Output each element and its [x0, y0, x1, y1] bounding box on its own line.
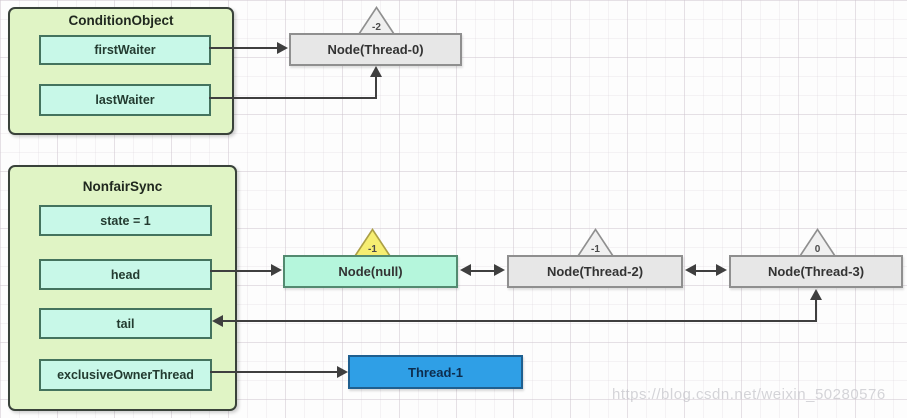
field-exclusive-owner-thread-label: exclusiveOwnerThread	[57, 368, 194, 382]
arrowhead-up-icon	[370, 66, 382, 77]
wait-status-triangle-node-null: -1	[354, 228, 391, 256]
field-head-label: head	[110, 267, 141, 282]
arrowhead-left-icon	[212, 315, 223, 327]
nonfair-sync-title: NonfairSync	[82, 179, 163, 194]
node-thread-2: Node(Thread-2)	[507, 255, 683, 288]
watermark: https://blog.csdn.net/weixin_50280576	[612, 386, 886, 403]
arrowhead-up-icon	[810, 289, 822, 300]
thread-1-box: Thread-1	[348, 355, 523, 389]
wait-status-triangle-node-thread-3: 0	[799, 228, 836, 256]
node-thread-2-label: Node(Thread-2)	[546, 264, 644, 279]
node-thread-0-label: Node(Thread-0)	[327, 42, 424, 57]
node-null-label: Node(null)	[338, 264, 403, 279]
arrowhead-left-icon	[460, 264, 471, 276]
nonfair-sync-box: NonfairSync state = 1 head tail exclusiv…	[8, 165, 237, 411]
field-state: state = 1	[39, 205, 212, 236]
field-state-label: state = 1	[100, 213, 151, 228]
condition-object-title: ConditionObject	[68, 13, 174, 28]
field-head: head	[39, 259, 212, 290]
field-tail: tail	[39, 308, 212, 339]
wait-status-triangle-node-thread-2: -1	[577, 228, 614, 256]
field-tail-label: tail	[116, 316, 135, 331]
node-thread-3-label: Node(Thread-3)	[767, 264, 865, 279]
thread-1-label: Thread-1	[408, 364, 463, 380]
field-first-waiter-label: firstWaiter	[94, 43, 156, 57]
wait-status-value: -1	[591, 244, 600, 255]
arrowhead-right-icon	[277, 42, 288, 54]
wait-status-value: -2	[372, 22, 381, 33]
condition-object-box: ConditionObject firstWaiter lastWaiter	[8, 7, 234, 135]
arrowhead-right-icon	[494, 264, 505, 276]
node-thread-3: Node(Thread-3)	[729, 255, 903, 288]
wait-status-triangle-node-thread-0: -2	[358, 6, 395, 34]
wait-status-value: -1	[368, 244, 377, 255]
arrowhead-left-icon	[685, 264, 696, 276]
arrowhead-right-icon	[271, 264, 282, 276]
field-first-waiter: firstWaiter	[39, 35, 211, 65]
arrowhead-right-icon	[716, 264, 727, 276]
node-null: Node(null)	[283, 255, 458, 288]
node-thread-0: Node(Thread-0)	[289, 33, 462, 66]
field-exclusive-owner-thread: exclusiveOwnerThread	[39, 359, 212, 391]
field-last-waiter-label: lastWaiter	[95, 93, 155, 107]
arrowhead-right-icon	[337, 366, 348, 378]
wait-status-value: 0	[814, 244, 821, 255]
field-last-waiter: lastWaiter	[39, 84, 211, 116]
